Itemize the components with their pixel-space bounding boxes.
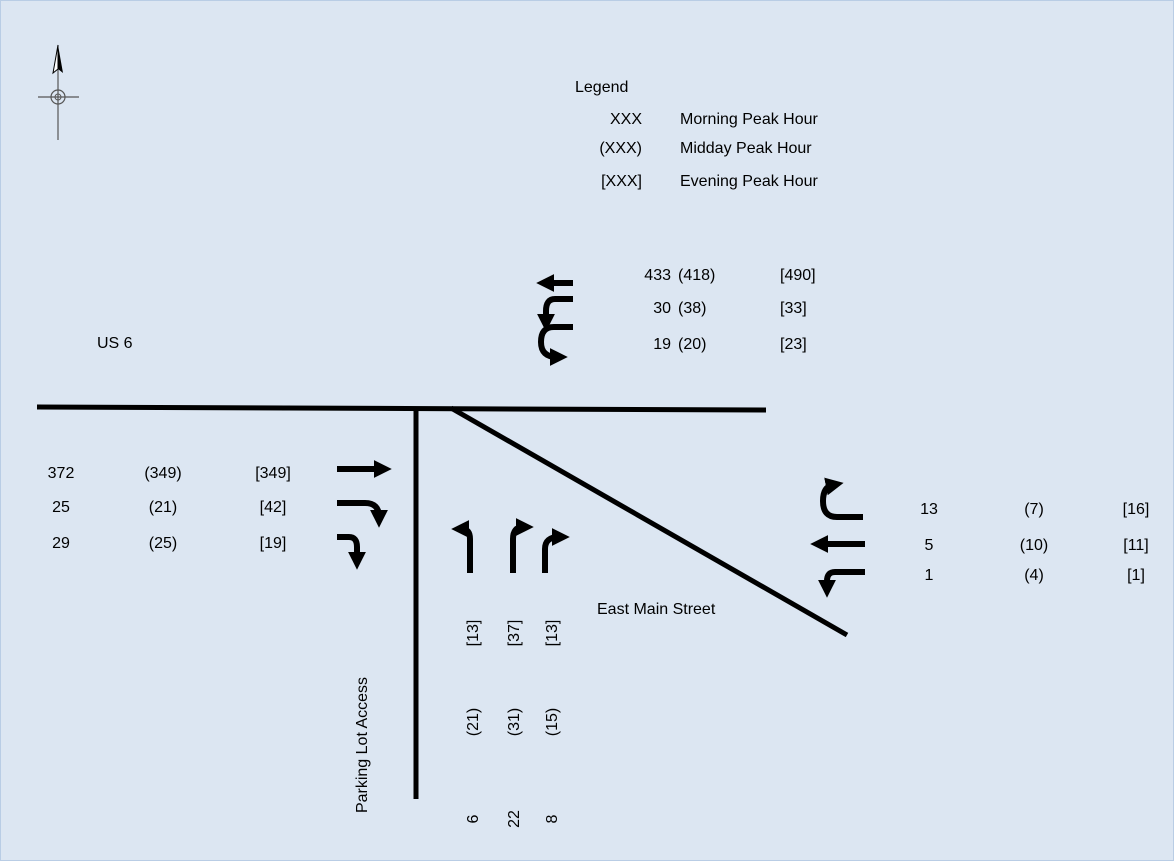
legend-label-midday: Midday Peak Hour [680,140,812,157]
em-through-pm: [11] [1123,537,1149,554]
us6-road-line [36,404,767,413]
parking-left-turn-arrow-icon [451,520,473,573]
eastbound-bear-right-arrow-icon [337,500,388,528]
eb-bear-right-pm: [42] [259,499,287,516]
em-left-midday: (4) [1024,567,1044,584]
wb-through-midday: (418) [678,267,716,284]
eb-bear-right-am: 25 [52,499,70,516]
em-uturn-pm: [16] [1122,501,1150,518]
eb-right-midday: (25) [148,535,178,552]
legend-key-midday: (XXX) [599,140,642,157]
pl-bear-right-am: 22 [506,810,523,828]
westbound-left-turn-arrow-icon [537,296,573,332]
wb-left-midday: (38) [678,300,707,317]
north-arrow-icon [38,44,79,140]
parking-bear-right-arrow-icon [510,518,534,573]
legend-label-evening: Evening Peak Hour [680,173,818,190]
wb-uturn-midday: (20) [678,336,707,353]
pl-left-pm: [13] [465,619,482,647]
em-left-pm: [1] [1127,567,1145,584]
legend-title: Legend [575,79,629,96]
em-through-am: 5 [924,537,934,554]
pl-left-am: 6 [465,814,482,824]
pl-bear-right-midday: (31) [506,707,523,737]
wb-uturn-am: 19 [653,336,671,353]
pl-right-am: 8 [544,814,561,824]
pl-left-midday: (21) [465,707,482,737]
eastbound-right-turn-arrow-icon [337,534,366,570]
parking-lot-access-label: Parking Lot Access [354,676,371,814]
eb-bear-right-midday: (21) [148,499,178,516]
eb-right-am: 29 [52,535,70,552]
pl-bear-right-pm: [37] [506,619,523,647]
wb-left-pm: [33] [780,300,807,317]
legend-key-evening: [XXX] [601,173,642,190]
legend-label-morning: Morning Peak Hour [680,111,818,128]
wb-uturn-pm: [23] [780,336,807,353]
em-uturn-midday: (7) [1024,501,1044,518]
legend-key-morning: XXX [609,111,642,128]
em-uturn-am: 13 [920,501,938,518]
east-main-street-label: East Main Street [597,601,716,618]
parking-right-turn-arrow-icon [542,528,570,573]
us6-label: US 6 [97,335,133,352]
wb-through-am: 433 [644,267,671,284]
eb-through-pm: [349] [255,465,291,482]
wb-left-am: 30 [653,300,671,317]
wb-through-pm: [490] [780,267,816,284]
east-main-left-turn-arrow-icon [818,569,865,598]
em-through-midday: (10) [1019,537,1049,554]
east-main-street-road-line [449,405,849,638]
pl-right-pm: [13] [544,619,561,647]
eb-through-midday: (349) [144,465,182,482]
westbound-u-turn-arrow-icon [537,324,573,366]
eb-through-am: 372 [47,465,75,482]
pl-right-midday: (15) [544,707,561,737]
em-left-am: 1 [924,567,934,584]
eb-right-pm: [19] [259,535,287,552]
east-main-u-turn-arrow-icon [819,477,863,520]
